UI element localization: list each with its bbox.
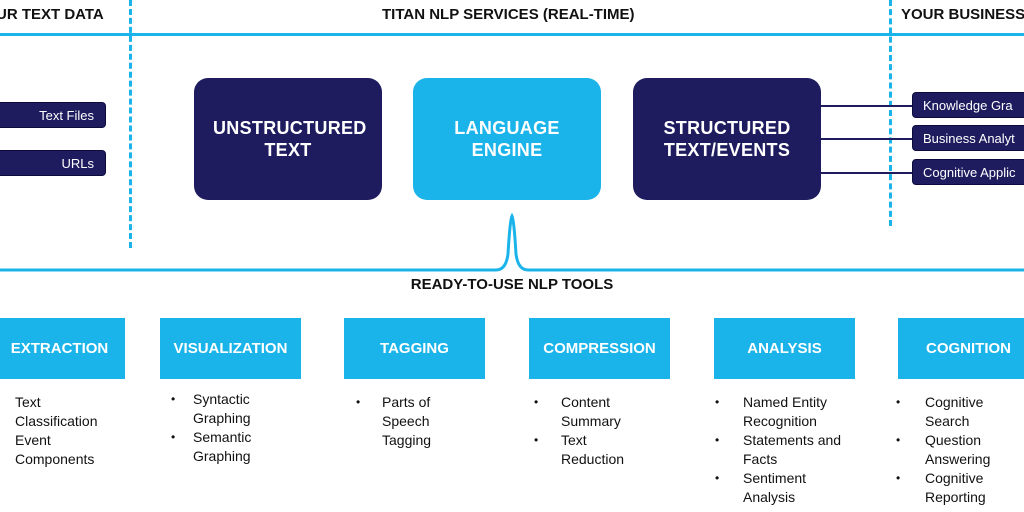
left-section-title: UR TEXT DATA — [0, 6, 104, 23]
visualization-list: • Syntactic Graphing • Semantic Graphing — [171, 391, 273, 466]
bullet-icon: • — [171, 430, 176, 444]
output-business-analytics: Business Analyt — [912, 125, 1024, 151]
tools-divider-with-spike — [0, 212, 1024, 272]
bullet-icon: • — [356, 395, 361, 409]
list-item: Semantic Graphing — [193, 429, 252, 464]
list-item: Event — [15, 432, 51, 448]
tool-analysis-label: ANALYSIS — [747, 340, 822, 357]
tagging-list: • Parts of Speech Tagging — [356, 393, 452, 450]
connector-knowledge — [821, 105, 913, 107]
list-item: Classification — [15, 413, 98, 429]
list-item: Cognitive Search — [925, 394, 984, 429]
input-urls: URLs — [0, 150, 106, 176]
tool-tagging: TAGGING — [344, 318, 485, 379]
list-item: Text — [15, 394, 41, 410]
bullet-icon: • — [171, 392, 176, 406]
tool-extraction-label: EXTRACTION — [10, 340, 109, 357]
list-item: Parts of Speech Tagging — [382, 394, 432, 448]
extraction-list: Text Classification Event Components — [15, 393, 125, 469]
output-cognitive-applications: Cognitive Applic — [912, 159, 1024, 185]
list-item: Sentiment Analysis — [743, 470, 807, 505]
tool-tagging-label: TAGGING — [380, 340, 449, 357]
connector-cognitive — [821, 172, 913, 174]
structured-text-box: STRUCTURED TEXT/EVENTS — [633, 78, 821, 200]
top-divider — [0, 33, 1024, 36]
tool-compression-label: COMPRESSION — [543, 340, 656, 357]
unstructured-text-box: UNSTRUCTURED TEXT — [194, 78, 382, 200]
tools-title: READY-TO-USE NLP TOOLS — [410, 276, 614, 293]
list-item: Question Answering — [925, 432, 991, 467]
unstructured-text-label: UNSTRUCTURED TEXT — [213, 118, 367, 160]
bullet-icon: • — [534, 395, 539, 409]
right-dashed-divider — [889, 0, 892, 226]
tool-visualization: VISUALIZATION — [160, 318, 301, 379]
language-engine-box: LANGUAGE ENGINE — [413, 78, 601, 200]
list-item: Named Entity Recognition — [743, 394, 828, 429]
structured-text-label: STRUCTURED TEXT/EVENTS — [663, 118, 791, 160]
bullet-icon: • — [896, 471, 901, 485]
bullet-icon: • — [715, 471, 720, 485]
tool-compression: COMPRESSION — [529, 318, 670, 379]
cognition-list: • Cognitive Search • Question Answering • C… — [896, 393, 1010, 507]
list-item: Cognitive Reporting — [925, 470, 986, 505]
tool-extraction: EXTRACTION — [0, 318, 125, 379]
list-item: Statements and Facts — [743, 432, 842, 467]
list-item: Content Summary — [561, 394, 621, 429]
compression-list: • Content Summary • Text Reduction — [534, 393, 636, 469]
right-section-title: YOUR BUSINESS — [901, 6, 1024, 23]
bullet-icon: • — [715, 433, 720, 447]
bullet-icon: • — [896, 433, 901, 447]
center-section-title: TITAN NLP SERVICES (REAL-TIME) — [382, 6, 635, 23]
tool-cognition: COGNITION — [898, 318, 1024, 379]
analysis-list: • Named Entity Recognition • Statements an… — [715, 393, 843, 507]
bullet-icon: • — [534, 433, 539, 447]
list-item: Syntactic Graphing — [193, 391, 251, 426]
input-text-files: Text Files — [0, 102, 106, 128]
bullet-icon: • — [715, 395, 720, 409]
tool-cognition-label: COGNITION — [926, 340, 1011, 357]
connector-business — [821, 138, 913, 140]
output-knowledge-graph: Knowledge Gra — [912, 92, 1024, 118]
tool-analysis: ANALYSIS — [714, 318, 855, 379]
list-item: Text Reduction — [561, 432, 625, 467]
bullet-icon: • — [896, 395, 901, 409]
language-engine-label: LANGUAGE ENGINE — [454, 118, 560, 160]
left-dashed-divider — [129, 0, 132, 248]
tool-visualization-label: VISUALIZATION — [173, 340, 288, 357]
list-item: Components — [15, 451, 95, 467]
